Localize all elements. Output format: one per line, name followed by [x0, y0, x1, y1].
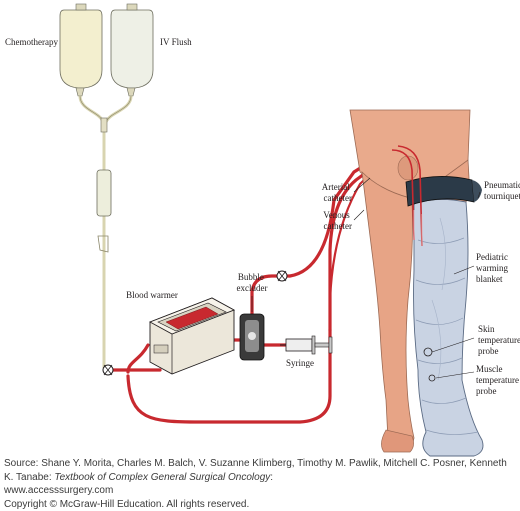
- caption-book-title: Textbook of Complex General Surgical Onc…: [54, 471, 271, 483]
- catheters-in-leg: [391, 145, 423, 247]
- source-caption: Source: Shane Y. Morita, Charles M. Balc…: [4, 457, 516, 511]
- label-syringe: Syringe: [286, 358, 314, 368]
- label-bubble-excluder: Bubble excluder: [237, 272, 268, 293]
- label-arterial-catheter: Arterial catheter: [322, 182, 352, 203]
- label-pneumatic-tourniquet: Pneumatic tourniquet: [484, 180, 520, 201]
- label-iv-flush: IV Flush: [160, 37, 192, 47]
- stopcock-left: [102, 364, 114, 376]
- syringe: [280, 335, 333, 355]
- label-blood-warmer: Blood warmer: [126, 290, 178, 300]
- caption-source-prefix: Source: Shane Y. Morita, Charles M. Balc…: [4, 458, 510, 483]
- leader-lines: [251, 177, 481, 379]
- iv-line: [78, 95, 133, 368]
- caption-source-suffix: :: [270, 471, 274, 483]
- iv-flush-bag: [110, 3, 154, 97]
- roller-clamp: [97, 235, 109, 253]
- y-connector: [100, 117, 108, 133]
- caption-copyright: Copyright © McGraw-Hill Education. All r…: [4, 498, 250, 510]
- venous-catheter-line: [328, 149, 395, 301]
- bubble-excluder: [239, 313, 265, 361]
- blood-warmer: [148, 297, 236, 375]
- chemotherapy-bag: [59, 3, 103, 97]
- caption-website[interactable]: www.accesssurgery.com: [4, 485, 114, 496]
- label-pediatric-warming-blanket: Pediatric warming blanket: [476, 252, 510, 284]
- pneumatic-tourniquet: [405, 176, 482, 207]
- label-venous-catheter: Venous catheter: [323, 210, 352, 231]
- label-chemotherapy: Chemotherapy: [5, 37, 58, 47]
- label-muscle-temperature-probe: Muscle temperature probe: [476, 364, 520, 396]
- label-skin-temperature-probe: Skin temperature probe: [478, 324, 520, 356]
- tubing-circuit: [108, 144, 404, 424]
- pediatric-warming-blanket: [413, 199, 484, 457]
- stopcock-top: [276, 270, 288, 282]
- muscle-probe-marker: [428, 374, 436, 382]
- drip-chamber: [96, 169, 112, 217]
